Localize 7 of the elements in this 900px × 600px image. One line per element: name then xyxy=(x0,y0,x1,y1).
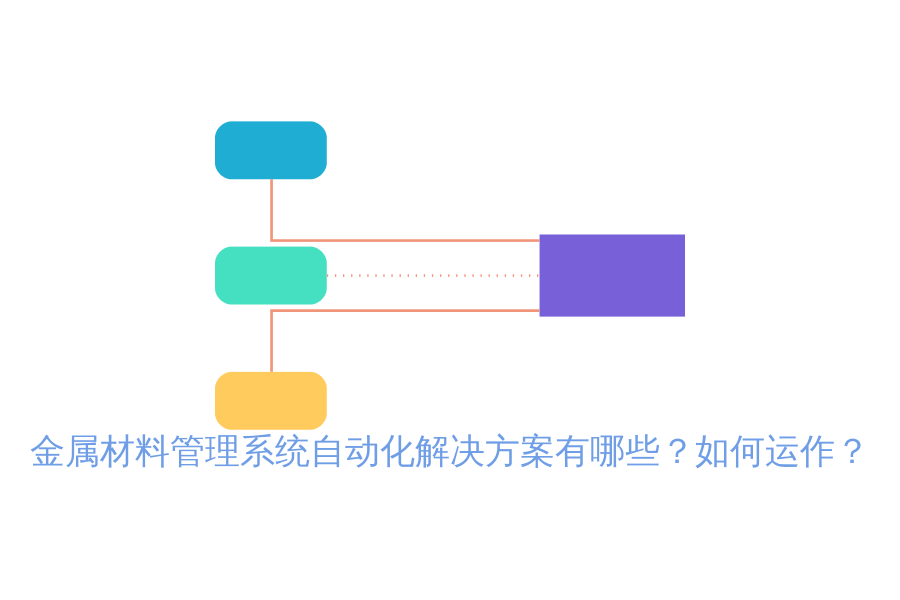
connector xyxy=(270,178,540,242)
diagram-title: 金属材料管理系统自动化解决方案有哪些？如何运作？ xyxy=(30,432,870,472)
node-box xyxy=(540,234,685,316)
node-box xyxy=(215,120,327,179)
node-box xyxy=(215,246,327,304)
node-box xyxy=(215,371,327,430)
connector xyxy=(270,308,540,372)
